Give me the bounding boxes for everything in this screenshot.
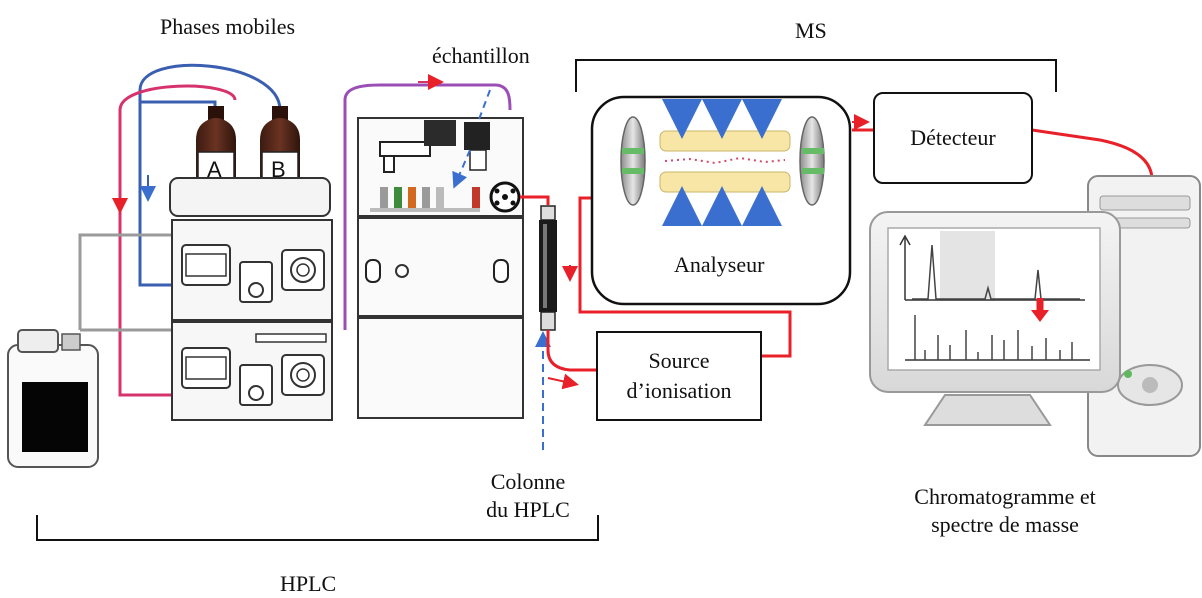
analyzer-label: Analyseur — [674, 252, 765, 277]
chromatogram-label-line1: Chromatogramme et — [914, 484, 1096, 509]
column-label-line1: Colonne — [490, 469, 566, 494]
bottle-b-label: B — [271, 157, 286, 182]
hplc-bracket — [36, 515, 599, 541]
ion-source-line2: d’ionisation — [626, 378, 732, 403]
ms-bracket — [575, 59, 1057, 92]
autosampler — [357, 117, 524, 419]
hplc-label: HPLC — [280, 571, 337, 596]
gray-tubing — [78, 233, 180, 332]
sample-label: échantillon — [432, 43, 530, 68]
quadrupole — [620, 99, 825, 226]
sample-path — [477, 89, 491, 123]
ms-label: MS — [795, 18, 827, 43]
hplc-column — [520, 195, 557, 331]
column-label: Colonne du HPLC — [478, 468, 578, 523]
sample-path — [452, 149, 471, 189]
chromatogram-label-line2: spectre de masse — [931, 511, 1079, 537]
mobile-phases-label: Phases mobiles — [160, 14, 296, 39]
pump-module-2 — [171, 321, 333, 421]
ion-source-line1: Source — [648, 348, 710, 374]
pump-module-1 — [171, 219, 333, 321]
red-flow — [546, 128, 1154, 372]
column-label-line2: du HPLC — [486, 496, 570, 522]
detector-label: Détecteur — [910, 125, 996, 151]
chromatogram-label: Chromatogramme et spectre de masse — [880, 483, 1130, 538]
solvent-jug — [7, 329, 99, 468]
bottle-a-label: A — [207, 157, 222, 182]
detector-box: Détecteur — [873, 92, 1033, 184]
ion-source-box: Source d’ionisation — [596, 331, 762, 421]
solvent-tray — [169, 177, 331, 217]
flow-arrow — [547, 373, 579, 390]
monitor — [869, 211, 1121, 426]
purple-tubing — [343, 83, 512, 330]
